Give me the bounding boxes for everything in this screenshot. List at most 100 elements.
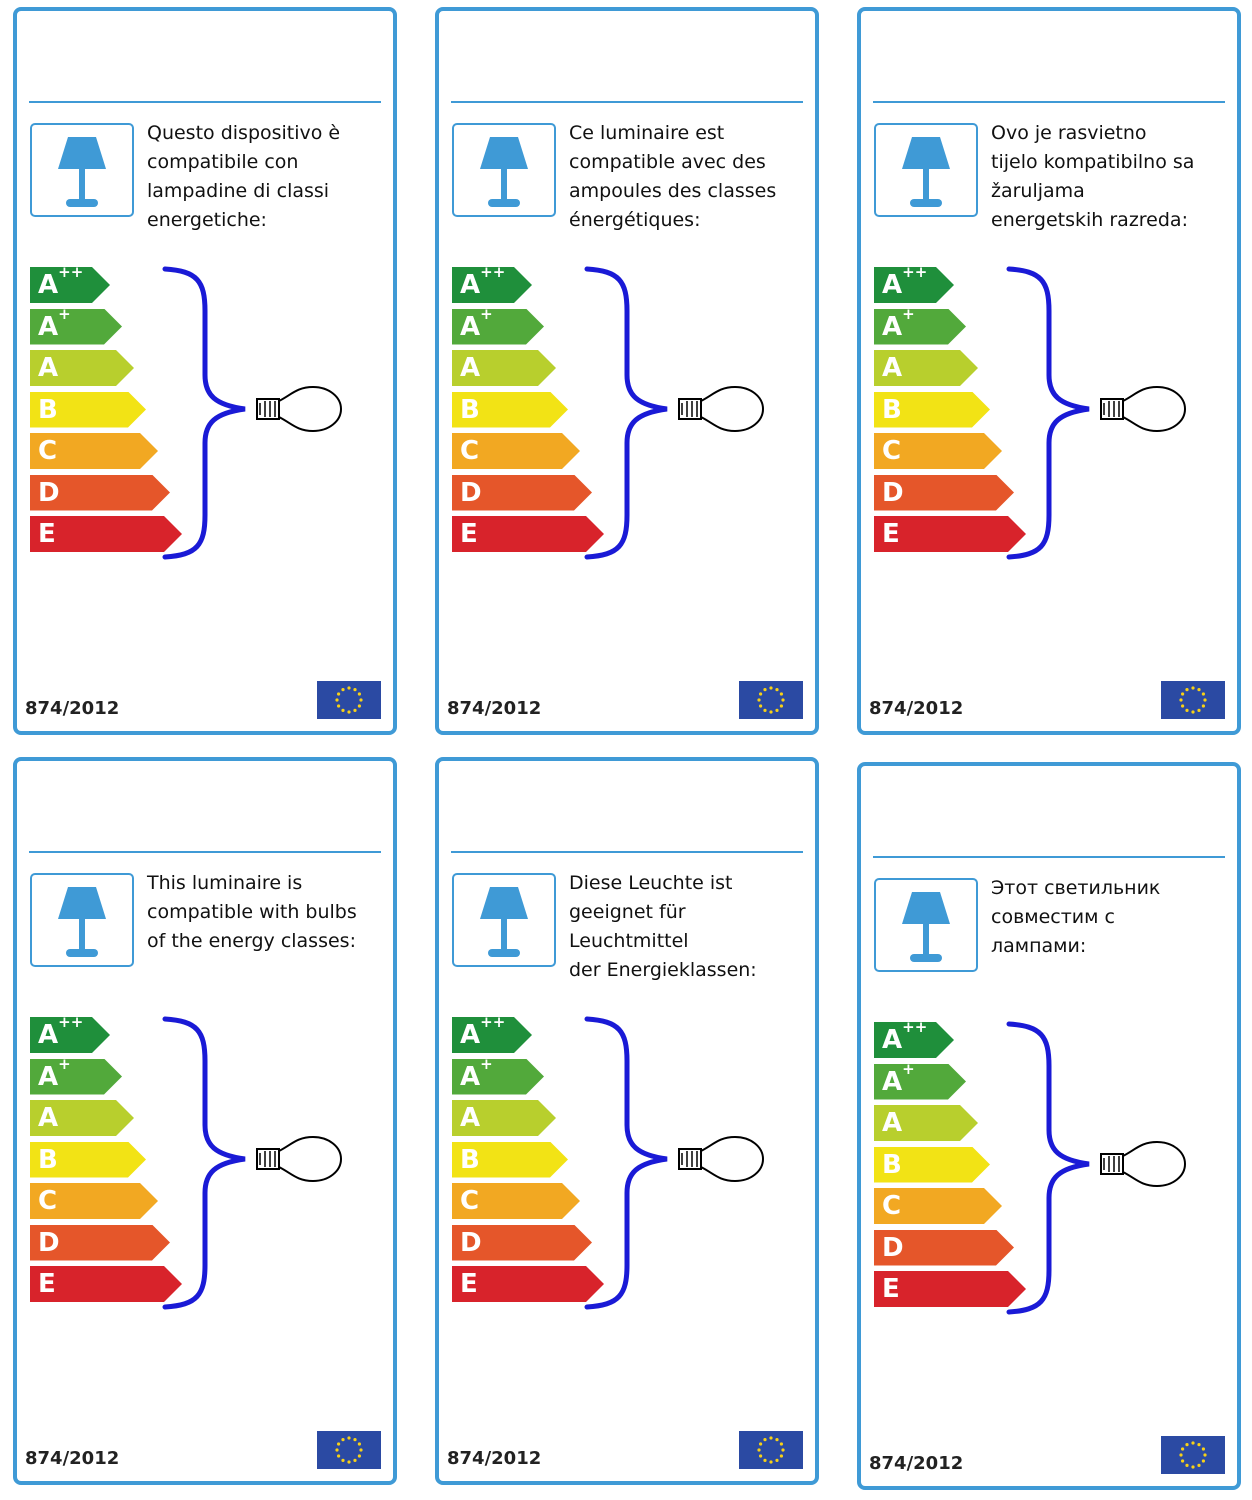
energy-class-bar: A+	[452, 1058, 544, 1095]
energy-class-letter: A	[882, 270, 903, 300]
energy-class-sup: ++	[58, 1013, 84, 1031]
energy-class-letter: A	[882, 1025, 903, 1055]
energy-class-letter: B	[882, 1149, 902, 1180]
brace-bulb-graphic	[579, 1013, 799, 1317]
energy-label-french: Ce luminaire est compatible avec des amp…	[435, 7, 819, 735]
energy-class-bar: C	[30, 1183, 158, 1219]
energy-class-bar: E	[30, 1266, 182, 1302]
table-lamp-icon	[30, 123, 134, 217]
energy-class-bar: A++	[30, 267, 110, 303]
energy-class-letter: C	[38, 1186, 58, 1216]
regulation-number: 874/2012	[869, 698, 964, 719]
energy-class-bar: A+	[874, 1063, 966, 1100]
energy-class-letter: D	[882, 477, 904, 508]
energy-class-letter: E	[38, 519, 56, 549]
regulation-number: 874/2012	[869, 1453, 964, 1474]
energy-class-letter: C	[38, 436, 58, 466]
energy-class-bar: E	[874, 1271, 1026, 1307]
energy-class-letter: E	[460, 1269, 478, 1299]
energy-class-bar: A+	[874, 308, 966, 345]
energy-class-bar: E	[30, 516, 182, 552]
regulation-number: 874/2012	[447, 1448, 542, 1469]
energy-class-sup: +	[58, 304, 71, 323]
energy-class-bar: B	[874, 391, 990, 428]
energy-class-bar: E	[452, 1266, 604, 1302]
energy-class-bar: D	[874, 474, 1014, 511]
table-lamp-icon	[452, 873, 556, 967]
energy-class-sup: +	[902, 304, 915, 323]
header-divider	[29, 851, 381, 853]
energy-class-bar: A++	[452, 1017, 532, 1053]
energy-class-letter: B	[460, 1144, 480, 1175]
header-divider	[451, 101, 803, 103]
energy-class-letter: D	[882, 1232, 904, 1263]
label-description: Этот светильник совместим с лампами:	[991, 877, 1161, 957]
energy-class-letter: E	[460, 519, 478, 549]
eu-flag-icon	[739, 1431, 803, 1469]
label-description: This luminaire is compatible with bulbs …	[147, 872, 357, 952]
energy-class-letter: E	[38, 1269, 56, 1299]
energy-class-bar: C	[452, 1183, 580, 1219]
energy-class-bar: A+	[452, 308, 544, 345]
energy-class-letter: A	[38, 270, 59, 300]
energy-label-russian: Этот светильник совместим с лампами: A++…	[857, 762, 1241, 1490]
energy-class-letter: A	[882, 311, 903, 342]
energy-class-bar: C	[874, 433, 1002, 469]
table-lamp-icon	[874, 878, 978, 972]
energy-class-bar: A	[30, 1100, 134, 1136]
label-description: Diese Leuchte ist geeignet für Leuchtmit…	[569, 872, 757, 981]
energy-class-bar: D	[452, 474, 592, 511]
energy-class-bar: B	[452, 391, 568, 428]
energy-class-letter: A	[460, 270, 481, 300]
energy-class-letter: A	[460, 353, 481, 383]
regulation-number: 874/2012	[447, 698, 542, 719]
energy-class-bar: D	[452, 1224, 592, 1261]
energy-class-bar: A++	[452, 267, 532, 303]
energy-class-letter: B	[38, 1144, 58, 1175]
light-bulb-icon	[1100, 385, 1187, 433]
light-bulb-icon	[256, 1135, 343, 1183]
energy-class-letter: A	[882, 1108, 903, 1138]
energy-class-letter: B	[882, 394, 902, 425]
energy-class-letter: A	[460, 311, 481, 342]
energy-class-sup: +	[480, 304, 493, 323]
energy-class-letter: A	[460, 1020, 481, 1050]
energy-class-bar: B	[874, 1146, 990, 1183]
light-bulb-icon	[678, 1135, 765, 1183]
energy-class-bar: A	[30, 350, 134, 386]
energy-class-letter: B	[38, 394, 58, 425]
header-divider	[873, 101, 1225, 103]
energy-class-letter: E	[882, 519, 900, 549]
energy-class-bar: A	[452, 350, 556, 386]
eu-flag-icon	[317, 1431, 381, 1469]
energy-class-bar: B	[30, 391, 146, 428]
energy-class-bar: A++	[874, 1022, 954, 1058]
brace-bulb-graphic	[157, 1013, 377, 1317]
energy-class-letter: A	[882, 353, 903, 383]
light-bulb-icon	[1100, 1140, 1187, 1188]
energy-class-letter: C	[882, 436, 902, 466]
light-bulb-icon	[256, 385, 343, 433]
energy-label-italian: Questo dispositivo è compatibile con lam…	[13, 7, 397, 735]
regulation-number: 874/2012	[25, 698, 120, 719]
energy-label-croatian: Ovo je rasvietno tijelo kompatibilno sa …	[857, 7, 1241, 735]
eu-flag-icon	[1161, 681, 1225, 719]
energy-class-bar: A++	[874, 267, 954, 303]
energy-class-sup: ++	[480, 263, 506, 281]
label-description: Questo dispositivo è compatibile con lam…	[147, 122, 341, 231]
energy-class-bar: A	[874, 350, 978, 386]
energy-class-letter: C	[882, 1191, 902, 1221]
energy-class-sup: +	[902, 1059, 915, 1078]
energy-class-sup: ++	[58, 263, 84, 281]
energy-class-letter: D	[460, 477, 482, 508]
energy-class-letter: D	[460, 1227, 482, 1258]
header-divider	[873, 856, 1225, 858]
energy-class-bar: A	[874, 1105, 978, 1141]
label-description: Ovo je rasvietno tijelo kompatibilno sa …	[991, 122, 1195, 231]
light-bulb-icon	[678, 385, 765, 433]
energy-class-letter: D	[38, 1227, 60, 1258]
brace-bulb-graphic	[1001, 1018, 1221, 1322]
energy-class-bar: D	[30, 1224, 170, 1261]
energy-class-bar: D	[874, 1229, 1014, 1266]
table-lamp-icon	[30, 873, 134, 967]
